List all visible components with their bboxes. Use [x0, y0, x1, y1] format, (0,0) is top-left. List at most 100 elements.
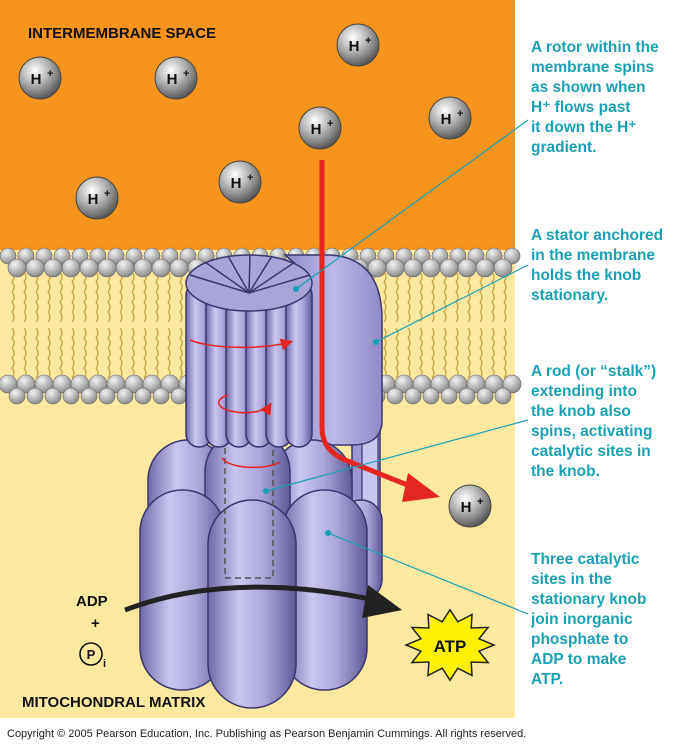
lipid-tail [11, 271, 15, 323]
proton-ion-sphere [448, 484, 492, 528]
phospholipid-head [161, 247, 179, 265]
phospholipid-head [125, 247, 143, 265]
phospholipid-head [170, 387, 188, 405]
rotor-segment [285, 281, 313, 448]
lipid-tail [47, 271, 51, 323]
proton-ion: H+ [75, 176, 119, 220]
callout-knob-line [327, 532, 529, 615]
proton-ion-charge: + [183, 68, 189, 80]
phospholipid-head [377, 247, 395, 265]
lipid-tail [23, 271, 27, 323]
lipid-tail [503, 327, 507, 379]
phospholipid-head [133, 258, 153, 278]
proton-ion-sphere [298, 106, 342, 150]
lipid-tail [119, 271, 123, 323]
lipid-tail [179, 327, 183, 379]
atp-product: ATP [404, 608, 496, 682]
proton-ion-charge: + [47, 68, 53, 80]
synthesis-arrow [124, 584, 376, 613]
phospholipid-head [476, 387, 494, 405]
callout-dots [263, 286, 379, 536]
lipid-tail [59, 271, 63, 323]
phospholipid-head [97, 258, 117, 278]
phospholipid-head [25, 258, 45, 278]
lipid-tail [143, 327, 147, 379]
callout-dot [325, 530, 331, 536]
phospholipid-head [44, 387, 62, 405]
lipid-tail [83, 327, 87, 379]
synthesis-arrowhead [362, 585, 402, 618]
rotor-top-seams [189, 254, 311, 294]
proton-ion-label: H [441, 111, 452, 128]
atp-burst [404, 608, 496, 682]
lipid-tail [155, 327, 159, 379]
phospholipid-head [386, 387, 404, 405]
lipid-tail [383, 271, 387, 323]
lipid-tail [407, 327, 411, 379]
lipid-tail [455, 327, 459, 379]
plus-label: + [91, 615, 100, 632]
rotor-rotation-arrow [189, 338, 293, 351]
rod-rotation-arrow [218, 394, 272, 416]
caption-rotor: A rotor within the membrane spins as sho… [531, 39, 659, 156]
rotation-arrows [189, 338, 293, 469]
proton-ion: H+ [298, 106, 342, 150]
proton-ion: H+ [428, 96, 472, 140]
phospholipid-head [152, 387, 170, 405]
lipid-tail [491, 271, 495, 323]
phospholipid-head [115, 258, 135, 278]
proton-ion-charge: + [365, 35, 371, 47]
adp-label: ADP [76, 593, 108, 610]
proton-ion-charge: + [457, 108, 463, 120]
copyright-notice: Copyright © 2005 Pearson Education, Inc.… [7, 728, 527, 740]
proton-ion-sphere [18, 56, 62, 100]
callout-lines [265, 119, 529, 615]
lipid-tail [107, 271, 111, 323]
lipid-tail [35, 271, 39, 323]
proton-ion: H+ [448, 484, 492, 528]
lipid-tail [167, 271, 171, 323]
proton-ion-sphere [75, 176, 119, 220]
proton-ion-label: H [231, 175, 242, 192]
phospholipid-head [431, 247, 449, 265]
lipid-tail [23, 327, 27, 379]
lipid-tail [455, 271, 459, 323]
phospholipid-head [89, 247, 107, 265]
phospholipid-head [71, 247, 89, 265]
phospholipid-head [458, 387, 476, 405]
lipid-tail [479, 327, 483, 379]
lipid-tail [95, 327, 99, 379]
proton-ion-charge: + [104, 188, 110, 200]
phosphate-subscript: i [103, 658, 106, 670]
callout-rod-line [265, 419, 529, 492]
phospholipid-head [134, 387, 152, 405]
phospholipid-head [502, 374, 522, 394]
proton-flow-arrowhead [402, 473, 440, 502]
phospholipid-head [404, 387, 422, 405]
phosphate-circle [79, 642, 103, 666]
phospholipid-head [7, 258, 27, 278]
phospholipid-head [80, 387, 98, 405]
phospholipid-head [385, 258, 405, 278]
lipid-tail [35, 327, 39, 379]
lipid-tail [407, 271, 411, 323]
lipid-tail [59, 327, 63, 379]
proton-ions: H+H+H+H+H+H+H+H+ [18, 23, 492, 528]
caption-stator: A stator anchored in the membrane holds … [531, 227, 664, 304]
lipid-tail [83, 271, 87, 323]
phospholipid-head [413, 247, 431, 265]
proton-ion-charge: + [247, 172, 253, 184]
lipid-tail [11, 327, 15, 379]
phospholipid-head [439, 258, 459, 278]
phospholipid-head [35, 247, 53, 265]
proton-ion: H+ [336, 23, 380, 67]
proton-ion-label: H [461, 499, 472, 516]
catalytic-knob [139, 429, 383, 709]
callout-rotor-line [295, 119, 529, 290]
phospholipid-head [43, 258, 63, 278]
phospholipid-head [169, 258, 189, 278]
proton-ion-label: H [349, 38, 360, 55]
lipid-tail [71, 327, 75, 379]
stalk-rotation-arrow [221, 457, 281, 469]
proton-ion-charge: + [327, 118, 333, 130]
